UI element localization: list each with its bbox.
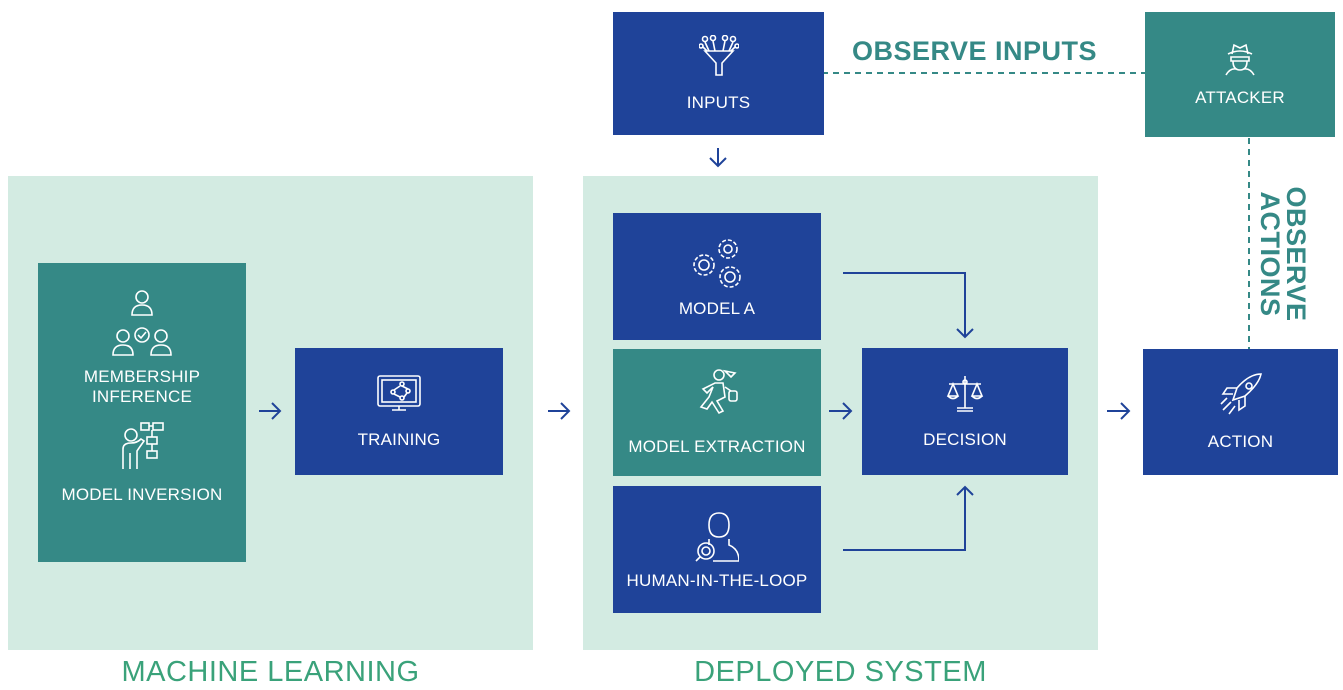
membership-inference-label-line1: MEMBERSHIP [83, 367, 201, 386]
arrow-extraction-to-decision [829, 402, 853, 420]
model-a-box: MODEL A [613, 213, 821, 340]
scales-icon [945, 374, 985, 414]
users-check-icon [112, 289, 172, 357]
deployed-system-section-label: DEPLOYED SYSTEM [694, 656, 987, 688]
funnel-icon [698, 34, 739, 79]
arrow-modela-to-decision [843, 272, 974, 339]
observe-actions-line1: OBSERVE [1281, 186, 1311, 322]
gears-icon [688, 235, 746, 291]
spy-icon [1222, 42, 1258, 76]
person-search-icon [695, 509, 739, 563]
model-extraction-label: MODEL EXTRACTION [628, 436, 806, 456]
arrow-decision-to-action [1107, 402, 1131, 420]
observe-actions-label: OBSERVE ACTIONS [1255, 154, 1311, 354]
human-in-the-loop-label: HUMAN-IN-THE-LOOP [626, 570, 808, 590]
membership-inference-label-line2: INFERENCE [91, 387, 193, 406]
model-extraction-box: MODEL EXTRACTION [613, 349, 821, 476]
attacker-label: ATTACKER [1195, 87, 1285, 107]
training-label: TRAINING [357, 429, 441, 449]
arrow-training-to-deployed [548, 402, 571, 420]
machine-learning-section-label: MACHINE LEARNING [121, 656, 420, 688]
presenter-icon [117, 421, 167, 471]
inputs-box: INPUTS [613, 12, 824, 135]
human-in-the-loop-box: HUMAN-IN-THE-LOOP [613, 486, 821, 613]
action-box: ACTION [1143, 349, 1338, 475]
model-inversion-label: MODEL INVERSION [61, 485, 223, 504]
attacker-box: ATTACKER [1145, 12, 1335, 137]
arrow-ml-to-training [259, 402, 282, 420]
inputs-label: INPUTS [686, 92, 751, 112]
monitor-network-icon [376, 374, 422, 416]
decision-label: DECISION [923, 429, 1007, 449]
running-thief-icon [695, 368, 739, 421]
arrow-human-to-decision [843, 485, 974, 551]
decision-box: DECISION [862, 348, 1068, 475]
observe-actions-line2: ACTIONS [1255, 191, 1285, 317]
arrow-inputs-down [709, 148, 727, 168]
observe-inputs-label: OBSERVE INPUTS [852, 36, 1098, 66]
rocket-icon [1219, 372, 1263, 416]
model-a-label: MODEL A [678, 298, 756, 318]
ml-attacks-box: MEMBERSHIP INFERENCE MODEL INVERSION [38, 263, 246, 562]
training-box: TRAINING [295, 348, 503, 475]
action-label: ACTION [1207, 432, 1274, 451]
